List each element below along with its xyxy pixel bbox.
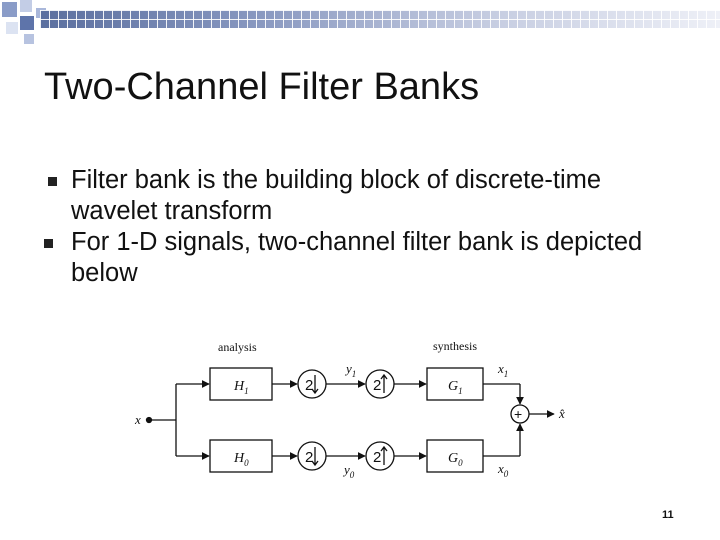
downsample-bottom-label: 2: [305, 449, 313, 466]
bullet-square-icon: [44, 239, 53, 248]
up-arrow-icon: [380, 373, 388, 393]
bullet-text: For 1-D signals, two-channel filter bank…: [71, 228, 643, 287]
x0-label: x0: [497, 461, 509, 479]
upsample-top-label: 2: [373, 377, 381, 394]
analysis-label: analysis: [218, 340, 257, 354]
up-arrow-icon: [380, 445, 388, 465]
slide-title: Two-Channel Filter Banks: [44, 66, 480, 108]
y1-label: y1: [344, 361, 356, 379]
filter-h0-label: H0: [233, 451, 249, 468]
bullet-square-icon: [48, 177, 57, 186]
header-banner: [40, 10, 720, 28]
input-label: x: [134, 412, 141, 427]
filter-h1-label: H1: [233, 379, 249, 396]
page-number: 11: [662, 509, 674, 521]
synthesis-label: synthesis: [433, 339, 477, 353]
bullet-item: For 1-D signals, two-channel filter bank…: [44, 227, 684, 289]
x1-label: x1: [497, 361, 508, 379]
filter-g0-label: G0: [448, 451, 463, 468]
down-arrow-icon: [311, 375, 319, 395]
downsample-top-label: 2: [305, 377, 313, 394]
bullet-list: Filter bank is the building block of dis…: [44, 165, 684, 289]
bullet-item: Filter bank is the building block of dis…: [44, 165, 684, 227]
bullet-text: Filter bank is the building block of dis…: [71, 166, 602, 225]
filter-g1-label: G1: [448, 379, 463, 396]
down-arrow-icon: [311, 447, 319, 467]
filter-bank-diagram: analysis synthesis x H1 2 y1 2 G1 x1 H0 …: [134, 339, 565, 480]
sum-label: +: [514, 406, 522, 422]
output-label: x̂: [558, 406, 565, 421]
upsample-bottom-label: 2: [373, 449, 381, 466]
y0-label: y0: [342, 462, 355, 480]
